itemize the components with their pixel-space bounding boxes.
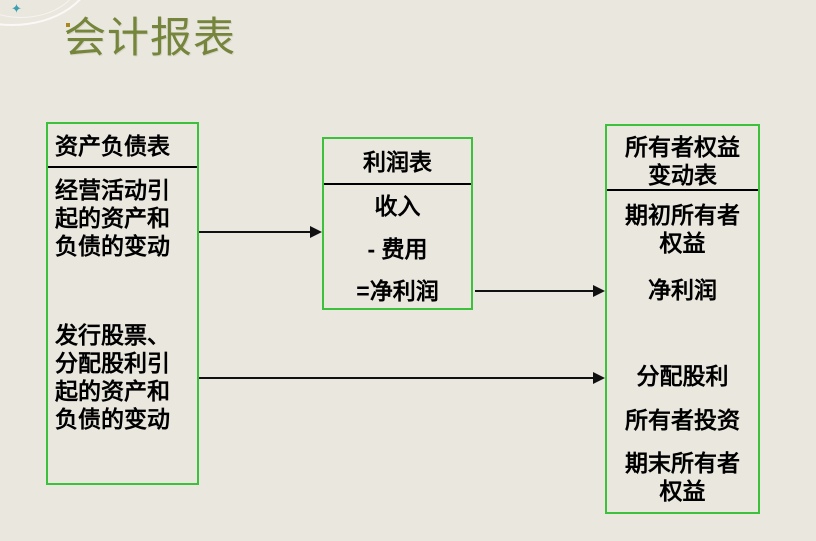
arrow-balance-to-income: [199, 226, 322, 238]
income-statement-header: 利润表: [363, 149, 432, 175]
equity-statement-header: 所有者权益变动表: [625, 134, 740, 188]
gold-dot-decoration: [66, 23, 70, 27]
balance-sheet-financing-text: 发行股票、分配股利引起的资产和负债的变动: [55, 322, 170, 432]
income-statement-revenue: 收入: [374, 193, 421, 219]
income-statement-box: 利润表 收入 - 费用 =净利润: [322, 137, 473, 310]
equity-owner-investment: 所有者投资: [625, 407, 740, 433]
equity-beginning-balance: 期初所有者权益: [625, 202, 740, 256]
equity-net-profit: 净利润: [648, 277, 717, 303]
arrow-balance-to-equity: [199, 372, 605, 384]
sparkle-icon: ✦: [11, 1, 22, 16]
arrow-income-to-equity: [475, 285, 605, 297]
income-statement-expenses: - 费用: [367, 236, 428, 262]
gold-dot-decoration: [67, 31, 70, 34]
equity-ending-balance: 期末所有者权益: [625, 450, 740, 504]
balance-sheet-header: 资产负债表: [55, 133, 170, 159]
divider-line: [607, 189, 758, 191]
balance-sheet-operating-text: 经营活动引起的资产和负债的变动: [55, 177, 170, 259]
balance-sheet-box: 资产负债表 经营活动引起的资产和负债的变动 发行股票、分配股利引起的资产和负债的…: [46, 122, 199, 485]
slide-title: 会计报表: [64, 14, 237, 61]
divider-line: [48, 166, 197, 168]
income-statement-net-profit: =净利润: [356, 278, 439, 304]
equity-dividends: 分配股利: [636, 363, 729, 389]
equity-statement-box: 所有者权益变动表 期初所有者权益 净利润 分配股利 所有者投资 期末所有者权益: [605, 124, 760, 514]
divider-line: [324, 183, 471, 185]
